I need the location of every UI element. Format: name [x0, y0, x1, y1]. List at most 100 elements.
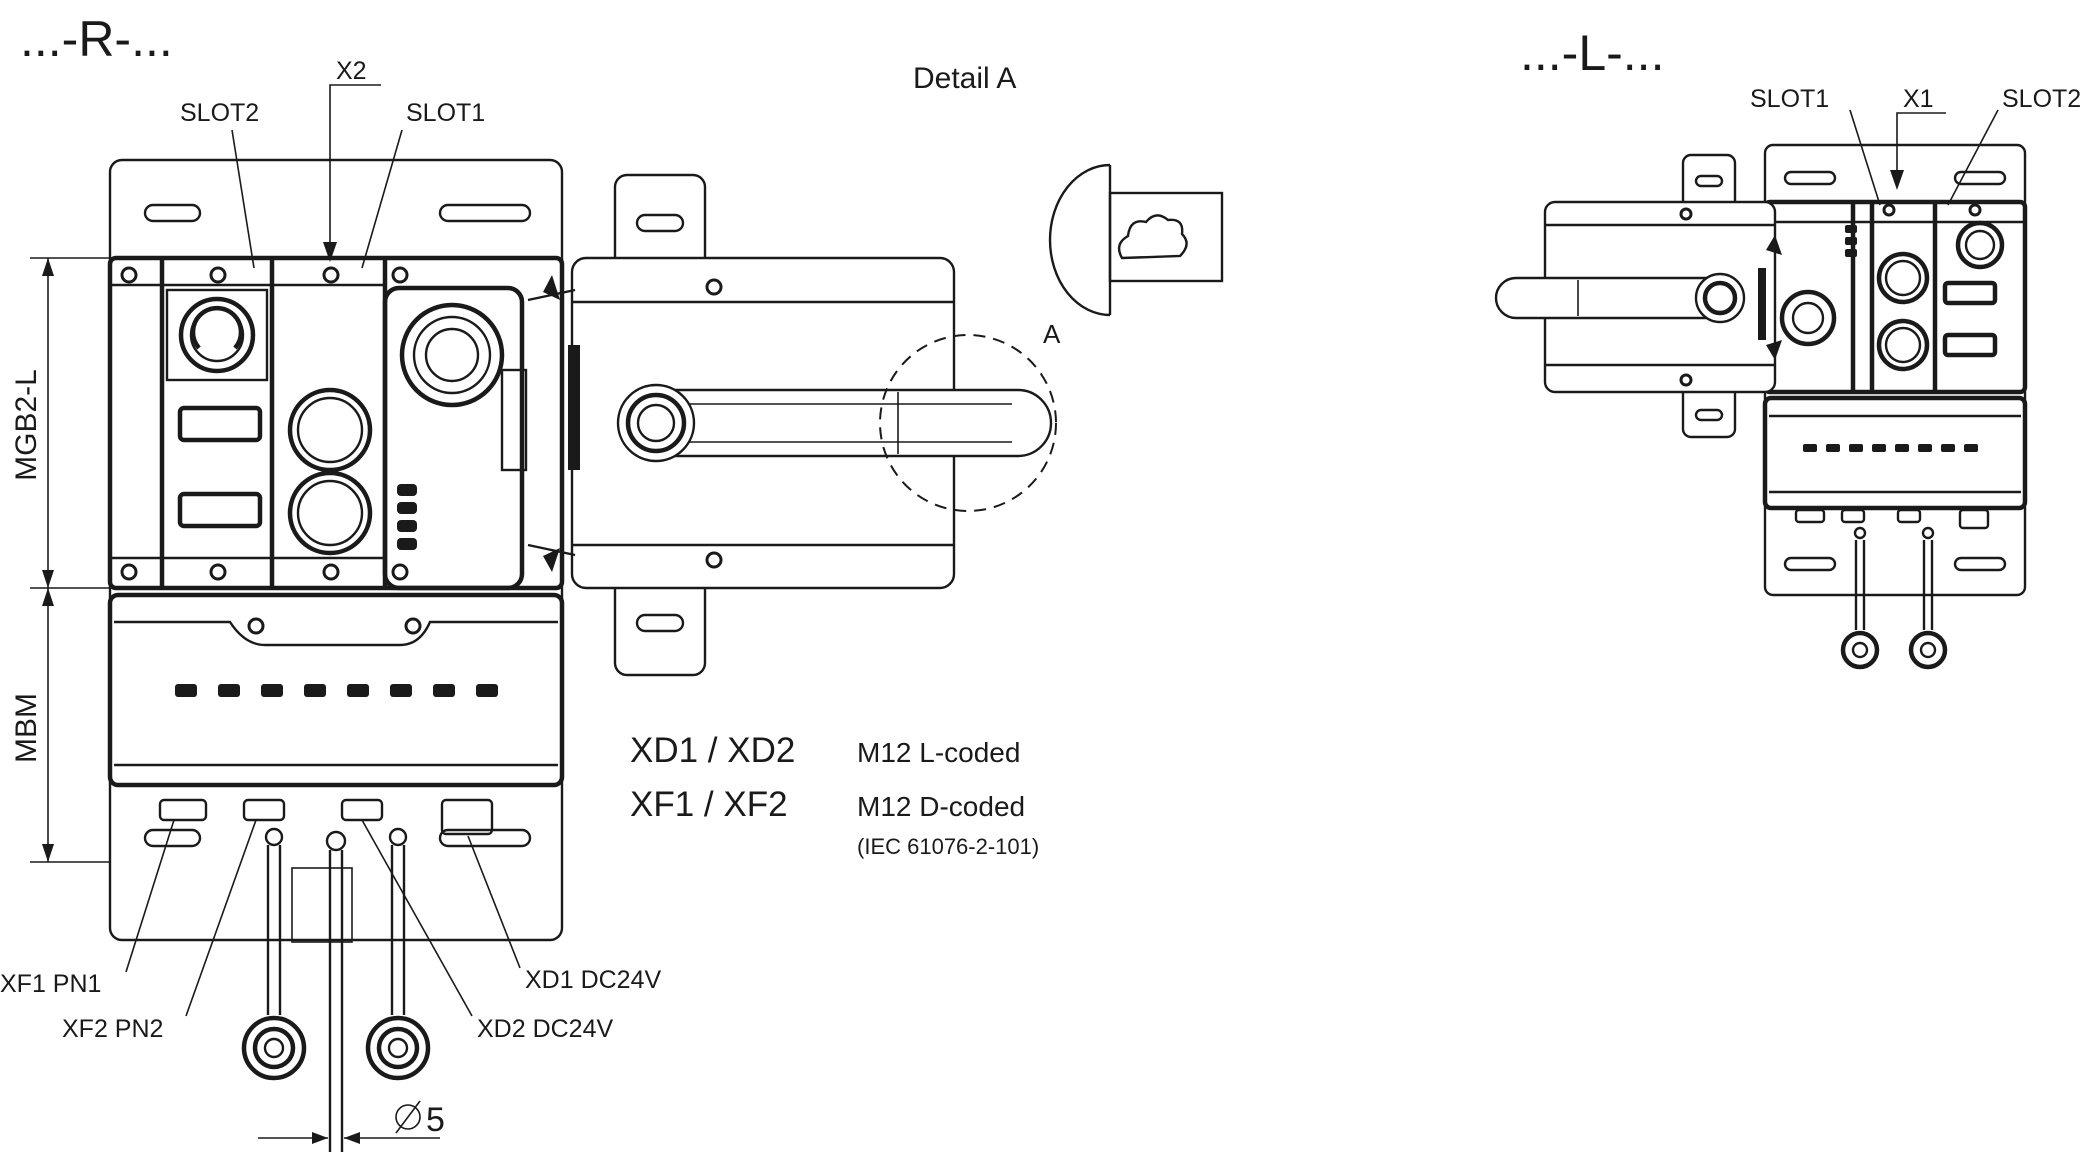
screw — [391, 266, 409, 284]
connector-xf1 — [158, 798, 208, 822]
mbm-housing-l — [1762, 395, 2028, 511]
key-switch — [412, 315, 492, 395]
release-ring-hole-l — [1851, 641, 1869, 659]
led-indicator — [1845, 237, 1857, 245]
slot2-insert — [165, 288, 269, 382]
led-indicator — [397, 520, 417, 532]
dim-arrow — [312, 1132, 328, 1144]
led-indicator — [1849, 444, 1863, 452]
emergency-stop-ring — [178, 296, 256, 374]
slot-hole — [1953, 556, 2007, 572]
detail-a-marker: A — [1043, 319, 1061, 349]
label-field — [1942, 280, 1998, 306]
connector-l — [1896, 508, 1922, 524]
connector-l — [1958, 508, 1990, 530]
label-field — [177, 491, 263, 529]
connector-l — [1840, 508, 1866, 524]
leader-arrow — [323, 242, 337, 262]
handle-pivot-ring — [625, 392, 687, 454]
led-indicator — [304, 684, 326, 697]
key-switch-l — [1779, 289, 1837, 347]
key-switch-core-l — [1791, 301, 1825, 335]
emergency-stop-inner-l — [1964, 229, 1996, 261]
dim-arrow — [42, 570, 54, 588]
release-ring-l — [1908, 630, 1948, 670]
latch-arrow — [1766, 235, 1782, 255]
detail-a-title: Detail A — [913, 62, 1016, 95]
pushbutton-inner-l — [1884, 326, 1922, 364]
led-indicator — [390, 684, 412, 697]
led-indicator — [218, 684, 240, 697]
rod-pin — [264, 827, 284, 847]
slot-hole — [143, 203, 202, 223]
leader-line — [125, 819, 175, 973]
rod-pin — [325, 830, 347, 852]
pushbutton-l — [1876, 318, 1930, 372]
slot-hole — [1694, 174, 1724, 188]
mbm-cover-line — [114, 620, 558, 647]
diameter-icon-slash — [395, 1100, 421, 1134]
legend-coding-1: M12 L-coded — [857, 737, 1020, 768]
leader-line — [231, 129, 255, 269]
dim-label-mbm: MBM — [10, 693, 43, 763]
detail-a-circle — [879, 334, 1057, 512]
locking-module — [382, 285, 525, 591]
pushbutton — [287, 387, 373, 473]
led-indicator — [175, 684, 197, 697]
label-field — [1942, 332, 1998, 358]
rotate-arrow-icon — [190, 305, 244, 350]
rod-pin — [1853, 526, 1867, 540]
xf1-label: XF1 PN1 — [0, 970, 101, 998]
slot1-label: SLOT1 — [406, 99, 485, 127]
pushbutton-inner-l — [1884, 259, 1922, 297]
slot-hole — [1953, 170, 2007, 186]
screw — [1882, 203, 1896, 217]
screw — [322, 266, 340, 284]
connector-l — [1794, 508, 1826, 524]
latch-arrow — [543, 275, 560, 300]
dim-arrow — [42, 844, 54, 862]
led-indicator — [1895, 444, 1909, 452]
slot-hole — [438, 203, 532, 223]
leader-line — [1896, 112, 1946, 178]
handle-joint — [527, 543, 576, 557]
led-indicator — [1845, 225, 1857, 233]
dim-arrow — [42, 588, 54, 606]
variant-l-title: ...-L-... — [1520, 25, 1664, 81]
handle-pivot-core — [636, 403, 676, 443]
detail-a-cap — [1048, 163, 1111, 317]
led-indicator — [1803, 444, 1817, 452]
led-indicator — [347, 684, 369, 697]
leader-line — [361, 129, 403, 269]
release-ring — [365, 1015, 431, 1081]
mbm-housing — [107, 592, 565, 788]
label-field — [177, 405, 263, 443]
screw — [1679, 373, 1693, 387]
handle-pivot-ring-l — [1702, 280, 1738, 316]
slot2-label-l: SLOT2 — [2002, 85, 2081, 113]
pushbutton — [287, 470, 373, 556]
led-indicator — [1941, 444, 1955, 452]
latch-block — [500, 368, 528, 472]
screw — [209, 563, 227, 581]
slot-hole — [1783, 556, 1837, 572]
led-indicator — [476, 684, 498, 697]
led-indicator — [397, 502, 417, 514]
led-indicator — [261, 684, 283, 697]
slot-hole — [143, 828, 202, 848]
dim-label-mgb2: MGB2-L — [10, 369, 43, 481]
latch-arrow — [543, 548, 560, 572]
screw — [120, 563, 138, 581]
rod-pin — [388, 827, 408, 847]
release-ring-inner — [376, 1026, 420, 1070]
release-ring-inner — [252, 1026, 296, 1070]
release-ring-hole-l — [1919, 641, 1937, 659]
leader-arrow — [1890, 170, 1904, 190]
leader-line — [1947, 109, 1999, 206]
mgb2-housing-l — [1762, 199, 2028, 395]
handle-bar-l — [1494, 276, 1728, 320]
screw — [322, 563, 340, 581]
screw — [209, 266, 227, 284]
connector-xf2 — [242, 798, 286, 822]
screw — [120, 266, 138, 284]
